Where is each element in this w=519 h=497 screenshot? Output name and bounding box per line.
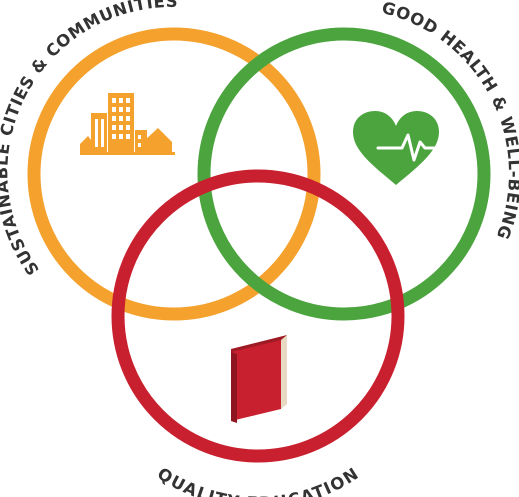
city-buildings-icon — [80, 93, 175, 155]
education-circle — [111, 169, 405, 463]
education-label: QUALITY EDUCATION — [154, 464, 362, 497]
book-icon — [231, 335, 287, 423]
cities-circle — [27, 27, 321, 321]
heart-pulse-icon — [353, 111, 439, 185]
health-circle — [197, 27, 491, 321]
